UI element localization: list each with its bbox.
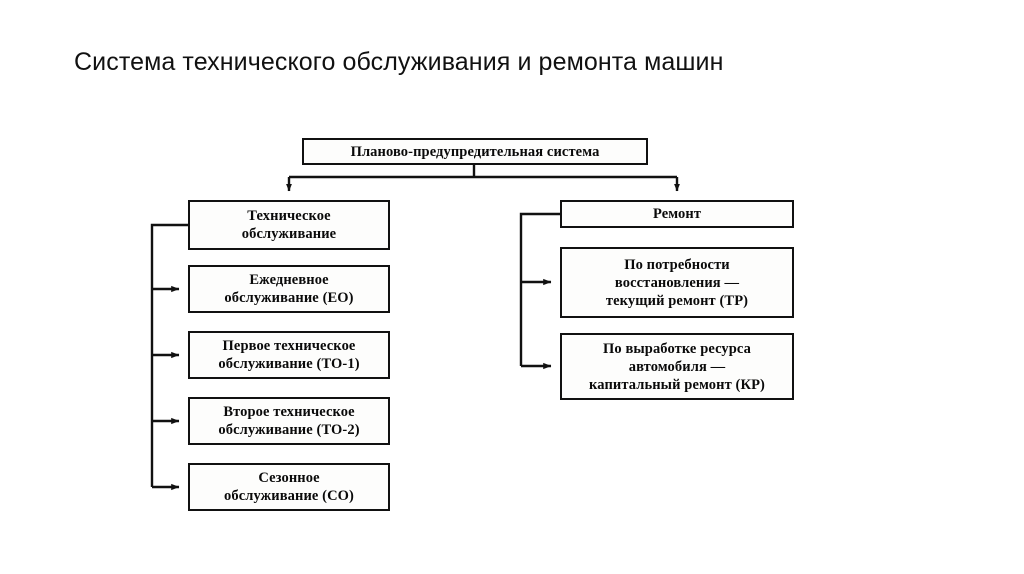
node-label: Техническое обслуживание [241,208,337,242]
node-vtoroe-tehnicheskoe-obsluzhivanie-to2[interactable]: Второе техническое обслуживание (ТО-2) [188,397,390,445]
node-label: Ежедневное обслуживание (ЕО) [224,272,354,306]
node-label: По выработке ресурса автомобиля — капита… [589,340,765,393]
node-label: Сезонное обслуживание (СО) [224,470,354,504]
node-tehnicheskoe-obsluzhivanie[interactable]: Техническое обслуживание [188,200,390,250]
node-label: Первое техническое обслуживание (ТО-1) [218,338,360,372]
node-planovo-preduprilnaya-sistema[interactable]: Планово-предупредительная система [302,138,648,165]
connector-lines [150,165,680,491]
node-ezhednevnoe-obsluzhivanie-eo[interactable]: Ежедневное обслуживание (ЕО) [188,265,390,313]
node-label: Второе техническое обслуживание (ТО-2) [218,404,360,438]
node-tekushchiy-remont-tr[interactable]: По потребности восстановления — текущий … [560,247,794,318]
node-kapitalnyy-remont-kr[interactable]: По выработке ресурса автомобиля — капита… [560,333,794,400]
node-remont[interactable]: Ремонт [560,200,794,228]
connector-right-bus [519,212,560,366]
connector-left-bus [150,223,188,487]
node-sezonnoe-obsluzhivanie-so[interactable]: Сезонное обслуживание (СО) [188,463,390,511]
page-title: Система технического обслуживания и ремо… [74,48,724,76]
node-label: Планово-предупредительная система [350,143,600,160]
node-label: Ремонт [652,206,702,222]
node-label: По потребности восстановления — текущий … [605,256,749,309]
diagram-canvas: Планово-предупредительная система Технич… [0,110,1024,530]
node-pervoe-tehnicheskoe-obsluzhivanie-to1[interactable]: Первое техническое обслуживание (ТО-1) [188,331,390,379]
